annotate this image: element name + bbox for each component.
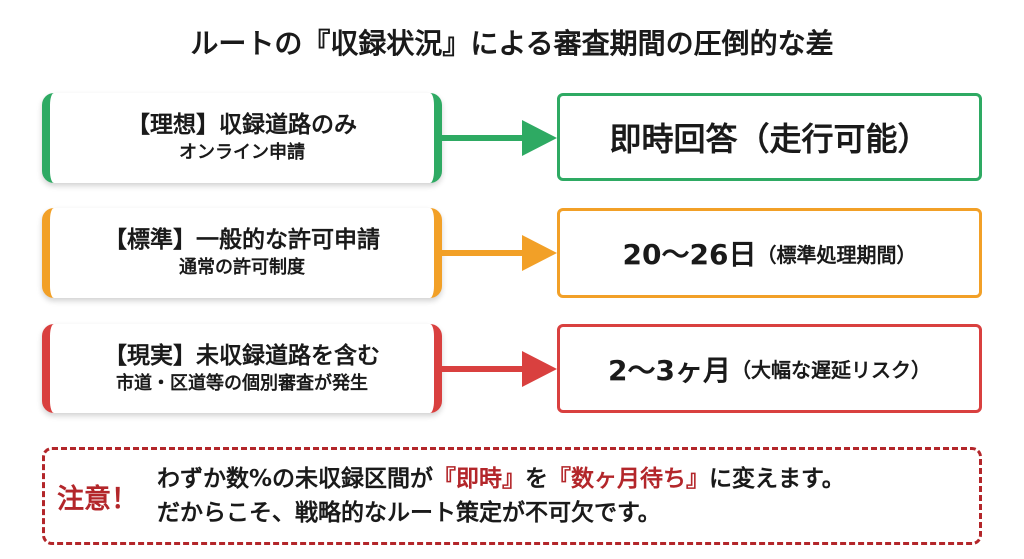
standard-case-box: 【標準】一般的な許可申請 通常の許可制度 — [42, 208, 442, 298]
arrow-right-icon — [442, 235, 557, 271]
diagram-title: ルートの『収録状況』による審査期間の圧倒的な差 — [190, 27, 834, 60]
standard-heading: 【標準】一般的な許可申請 — [104, 227, 380, 253]
standard-sub: 通常の許可制度 — [179, 257, 305, 278]
reality-case-box: 【現実】未収録道路を含む 市道・区道等の個別審査が発生 — [42, 324, 442, 413]
text: を — [525, 466, 549, 492]
ideal-heading: 【理想】収録道路のみ — [127, 112, 357, 138]
warning-note-box: 注意！ わずか数%の未収録区間が『即時』を『数ヶ月待ち』に変えます。 だからこそ… — [42, 447, 982, 545]
highlight-instant: 『即時』 — [433, 466, 526, 492]
reality-sub: 市道・区道等の個別審査が発生 — [116, 372, 368, 394]
ideal-case-box: 【理想】収録道路のみ オンライン申請 — [42, 93, 442, 183]
warning-line-1: わずか数%の未収録区間が『即時』を『数ヶ月待ち』に変えます。 — [157, 462, 845, 496]
reality-result: 2〜3ヶ月 — [608, 353, 731, 387]
text: わずか数%の未収録区間が — [157, 466, 434, 492]
ideal-result-box: 即時回答（走行可能） — [557, 93, 982, 181]
ideal-sub: オンライン申請 — [179, 142, 305, 163]
standard-result-box: 20〜26日 （標準処理期間） — [557, 208, 982, 298]
warning-line-2: だからこそ、戦略的なルート策定が不可欠です。 — [157, 500, 661, 526]
reality-result-note: （大幅な遅延リスク） — [730, 358, 931, 382]
reality-result-box: 2〜3ヶ月 （大幅な遅延リスク） — [557, 324, 982, 413]
text: に変えます。 — [709, 466, 845, 492]
reality-heading: 【現実】未収録道路を含む — [104, 342, 380, 369]
ideal-result: 即時回答（走行可能） — [609, 120, 930, 158]
arrow-right-icon — [442, 120, 557, 156]
arrow-right-icon — [442, 351, 557, 387]
warning-label: 注意！ — [57, 483, 138, 515]
highlight-months: 『数ヶ月待ち』 — [548, 466, 710, 492]
standard-result-note: （標準処理期間） — [756, 242, 917, 267]
warning-text: わずか数%の未収録区間が『即時』を『数ヶ月待ち』に変えます。 だからこそ、戦略的… — [157, 462, 845, 530]
standard-result: 20〜26日 — [622, 238, 757, 271]
